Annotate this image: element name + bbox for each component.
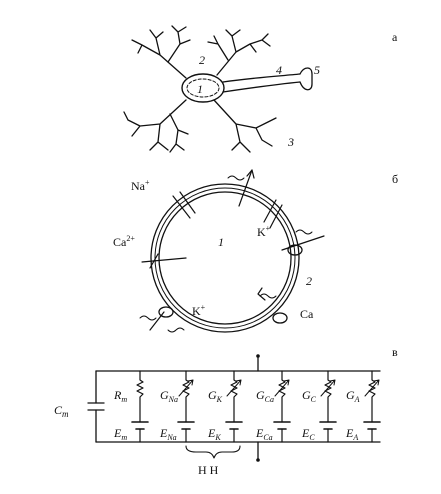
resistor-na	[182, 370, 190, 443]
conductance-label: GNa	[160, 388, 178, 404]
channel-pore-right	[287, 244, 303, 256]
resistor-ca	[278, 370, 286, 443]
ion-na-label: Na+	[131, 178, 150, 193]
ion-ca2-label: Ca2+	[113, 234, 135, 249]
emf-label: EC	[301, 426, 315, 442]
battery-a	[363, 421, 381, 430]
ion-k-top-label: K+	[257, 224, 271, 239]
battery-c	[319, 421, 337, 430]
conductance-label: GA	[346, 388, 360, 404]
variable-arrow	[364, 379, 380, 397]
terminal-bottom	[256, 458, 260, 462]
label-5: 5	[314, 63, 320, 77]
variable-arrow	[226, 379, 242, 397]
panel-b-membrane: б Na+ Ca2+ K+ K+ Ca 1	[113, 169, 398, 333]
emf-label: ENa	[159, 426, 177, 442]
circuit-rails	[95, 370, 381, 443]
label-4: 4	[276, 63, 282, 77]
membrane-outer	[150, 183, 300, 333]
label-b-1: 1	[218, 235, 224, 249]
neuron-dendrites	[123, 25, 277, 153]
label-3: 3	[287, 135, 294, 149]
neuron-nucleus	[186, 78, 220, 98]
label-2: 2	[199, 53, 205, 67]
emf-label: EA	[345, 426, 358, 442]
variable-arrow	[274, 379, 290, 397]
resistor-m	[136, 370, 144, 443]
resistor-c	[324, 370, 332, 443]
membrane-inner	[158, 191, 292, 325]
emf-label: EK	[207, 426, 221, 442]
branch-a: GA EA	[345, 370, 381, 443]
channel-pore-ca	[272, 312, 288, 324]
branch-k: GK EK	[207, 370, 243, 443]
panel-a-neuron: а 1 2 3 4 5	[123, 25, 398, 153]
neuron-axon-terminal	[299, 67, 313, 91]
panel-v-letter: в	[392, 345, 398, 359]
emf-label: ECa	[255, 426, 273, 442]
conductance-label: GCa	[256, 388, 274, 404]
conductance-label: GC	[302, 388, 317, 404]
battery-na	[177, 421, 195, 430]
channel-gates	[139, 175, 313, 333]
brace-label: Н Н	[198, 463, 219, 477]
neuron-axon	[222, 73, 301, 93]
conductance-label: GK	[208, 388, 223, 404]
resistor-a	[368, 370, 376, 443]
membrane-middle	[154, 187, 296, 329]
capacitor-cm	[87, 370, 105, 443]
brace	[185, 445, 241, 459]
conductance-label: Rm	[113, 388, 127, 404]
branch-c: GC EC	[301, 370, 337, 443]
variable-arrow	[178, 379, 194, 397]
neuron-soma	[181, 73, 225, 103]
ion-ca-label: Ca	[300, 307, 314, 321]
panel-a-letter: а	[392, 30, 398, 44]
panel-b-letter: б	[392, 172, 398, 186]
resistor-k	[230, 370, 238, 443]
label-1: 1	[197, 82, 203, 96]
variable-arrow	[320, 379, 336, 397]
emf-label: Em	[113, 426, 127, 442]
battery-k	[225, 421, 243, 430]
membrane-channels	[141, 169, 325, 331]
cm-label: Cm	[54, 403, 69, 419]
label-b-2: 2	[306, 274, 312, 288]
battery-m	[131, 421, 149, 430]
channel-pore-k	[158, 306, 174, 318]
terminal-top	[256, 354, 260, 358]
battery-ca	[273, 421, 291, 430]
ion-k-bottom-label: K+	[192, 303, 206, 318]
